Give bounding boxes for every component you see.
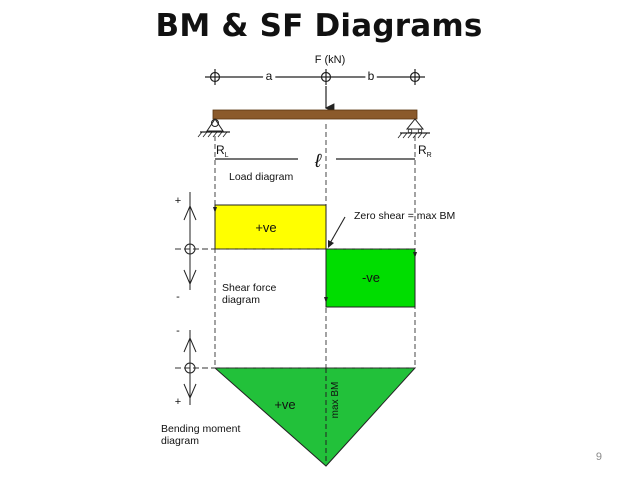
max-bm-label: max BM	[330, 382, 341, 419]
shear-force-diagram: +ve -ve Zero shear = max BM + - Shear fo…	[175, 192, 455, 308]
bending-moment-positive-label: +ve	[274, 397, 295, 412]
shear-marker-center	[324, 297, 328, 303]
load-diagram-caption: Load diagram	[229, 171, 293, 183]
zero-shear-pointer-head	[328, 240, 334, 248]
moment-caption-line2: diagram	[161, 435, 199, 447]
positive-shear-region	[214, 204, 327, 250]
reaction-left-label: RL	[216, 143, 229, 159]
moment-sign-bottom: +	[175, 396, 181, 408]
dimension-node-center	[320, 69, 332, 85]
zero-shear-pointer	[328, 216, 346, 246]
left-pin-support	[197, 118, 230, 138]
positive-shear-label: +ve	[255, 220, 276, 235]
shear-sign-symbol	[183, 192, 197, 290]
shear-marker-left	[213, 207, 217, 213]
negative-shear-region	[325, 248, 416, 308]
span-label: ℓ	[314, 151, 322, 172]
load-diagram: F (kN) a b RL	[197, 54, 432, 183]
shear-marker-right	[413, 252, 417, 258]
beam	[212, 109, 418, 120]
shear-caption-line2: diagram	[222, 294, 260, 306]
bending-moment-region	[213, 367, 417, 467]
moment-sign-top: -	[176, 325, 180, 337]
shear-sign-top: +	[175, 195, 181, 207]
dimension-b-label: b	[368, 69, 375, 83]
dimension-node-left	[209, 69, 221, 85]
moment-caption-line1: Bending moment	[161, 423, 240, 435]
shear-sign-bottom: -	[176, 291, 180, 303]
force-label: F (kN)	[315, 54, 346, 66]
page-number: 9	[595, 451, 602, 463]
dimension-node-right	[409, 69, 421, 85]
negative-shear-label: -ve	[362, 270, 380, 285]
zero-shear-annotation: Zero shear = max BM	[354, 210, 455, 222]
moment-sign-symbol	[183, 330, 197, 405]
right-roller-support	[397, 118, 430, 139]
shear-caption-line1: Shear force	[222, 282, 276, 294]
reaction-right-label: RR	[418, 143, 432, 159]
bending-moment-diagram: +ve max BM - + Bending moment diagram	[161, 325, 417, 467]
dimension-a-label: a	[266, 69, 273, 83]
slide-title: BM & SF Diagrams	[155, 8, 483, 44]
